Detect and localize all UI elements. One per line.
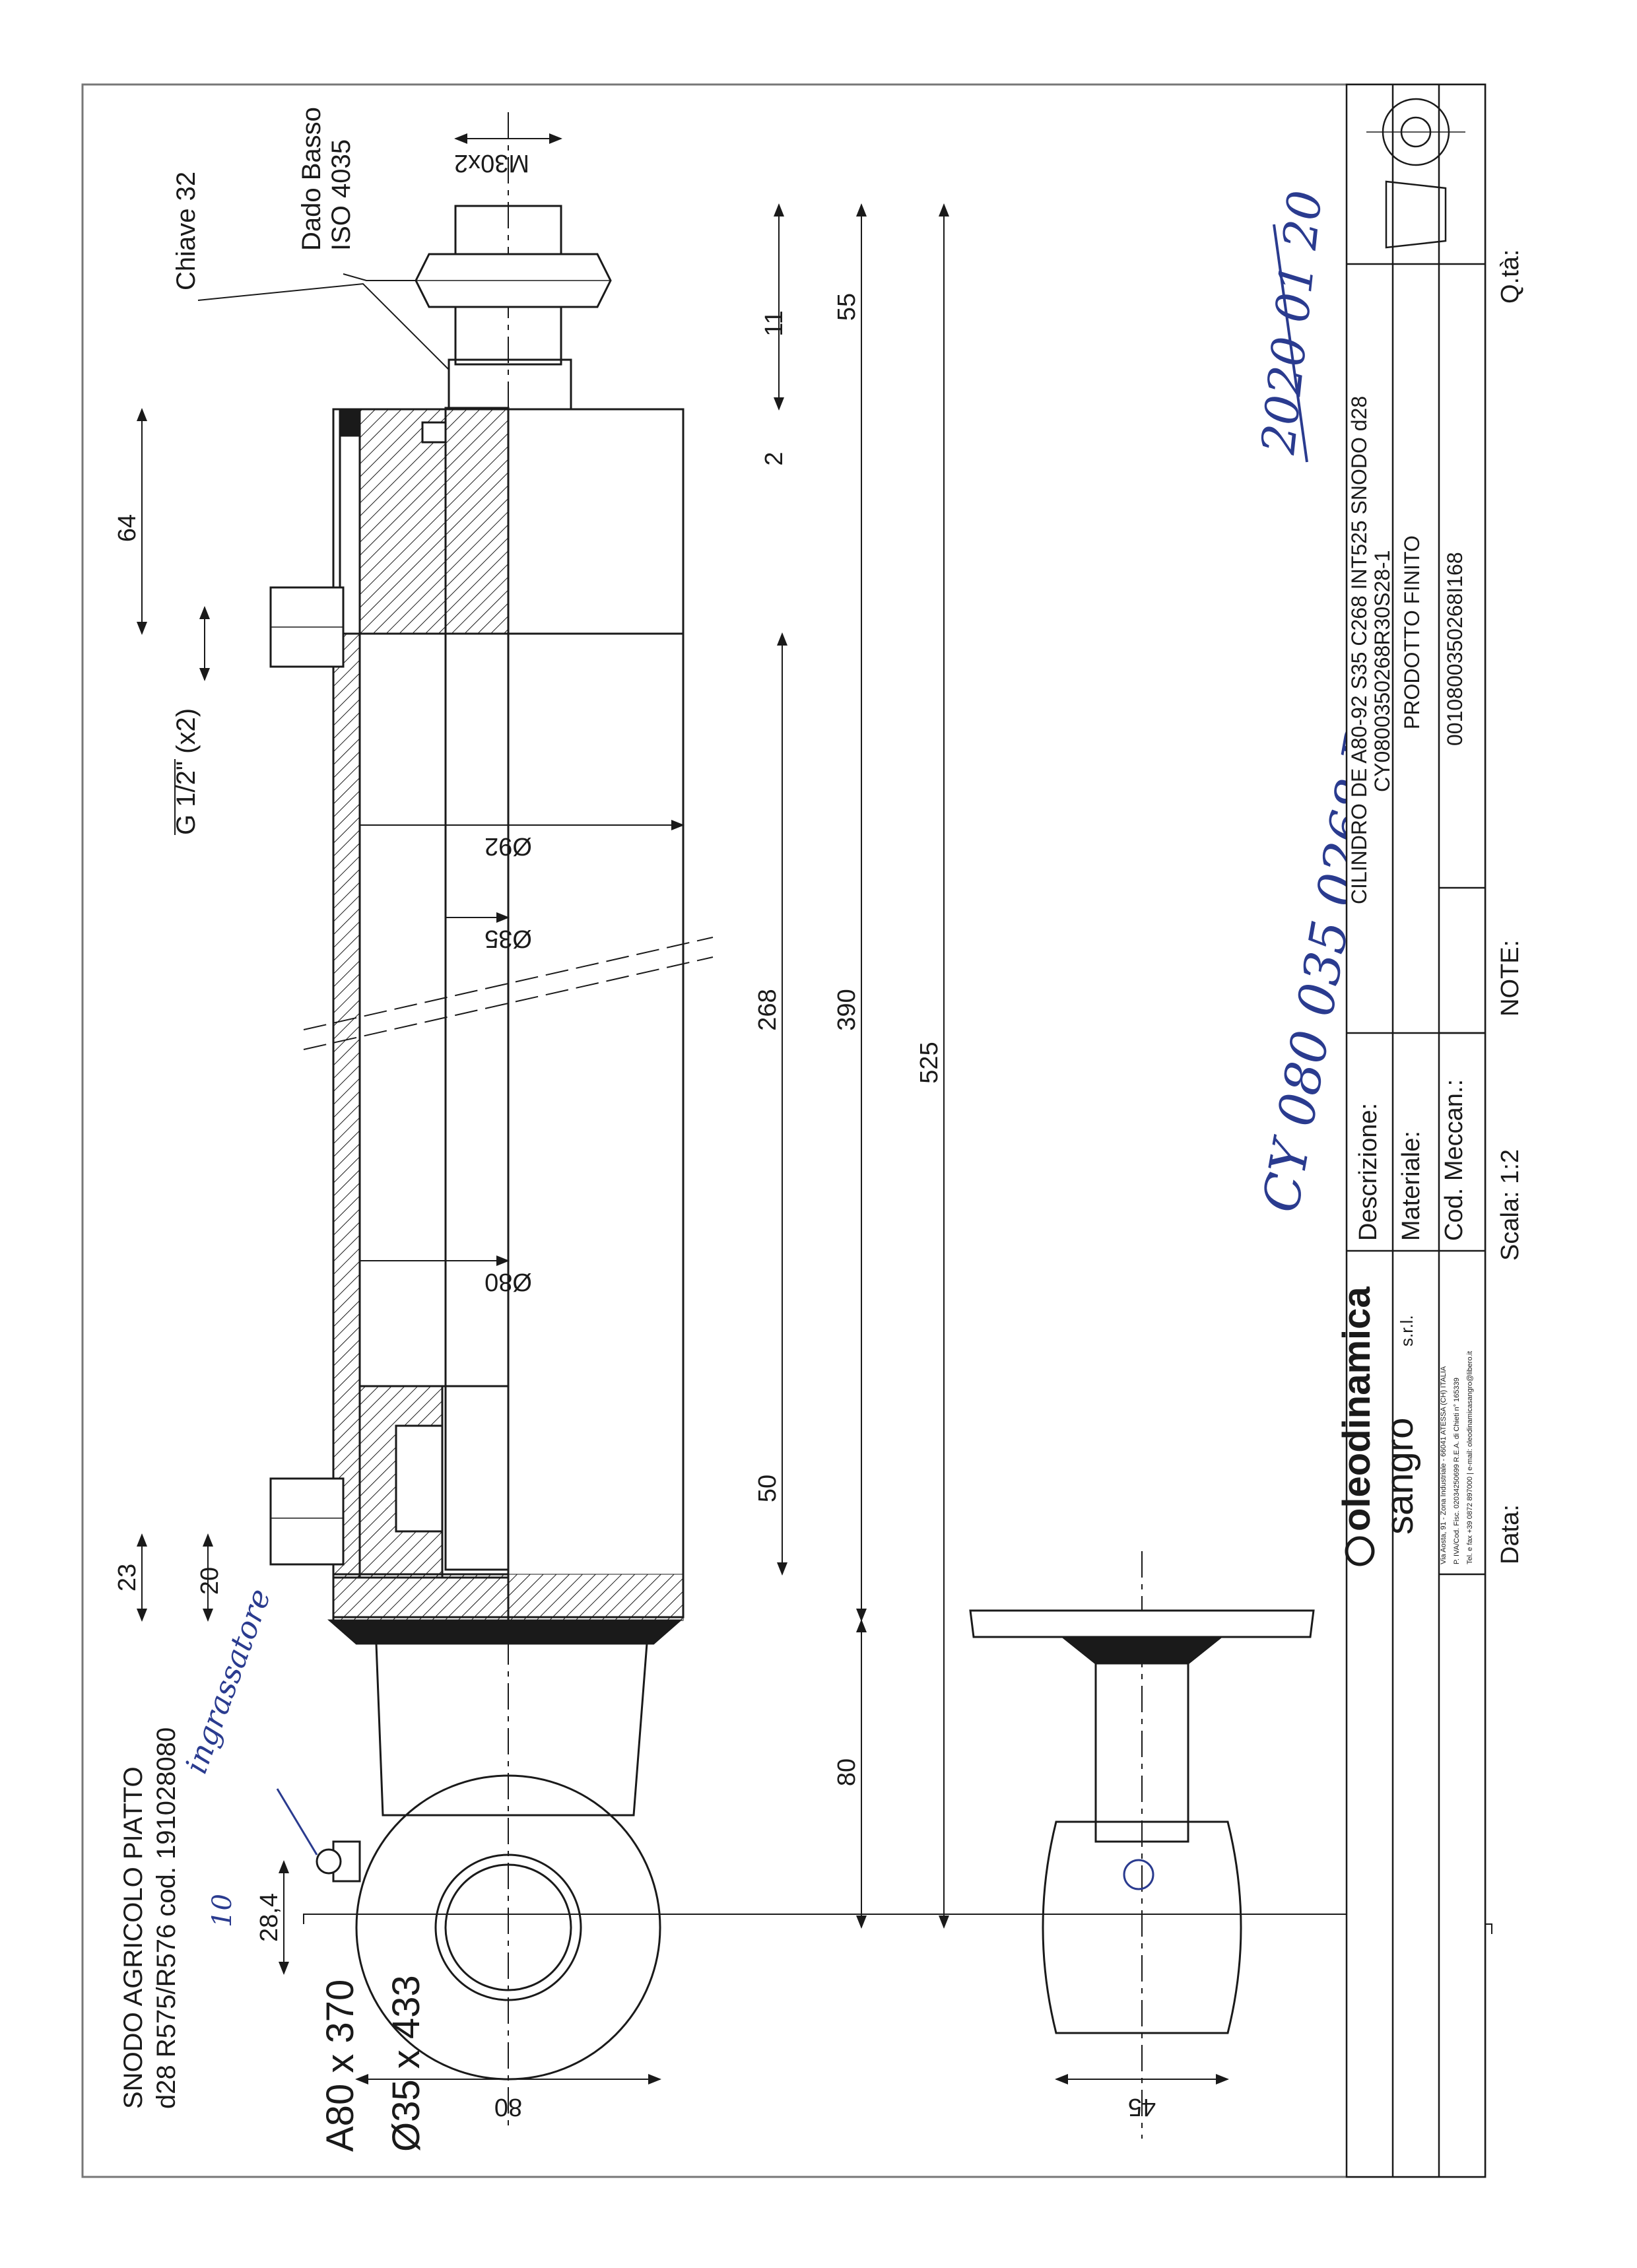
label-joint-2: d28 R575/R576 cod. 191028080 <box>152 1727 181 2109</box>
label-nut-1: Dado Basso <box>297 107 326 251</box>
company-name-2: sangro <box>1378 1418 1421 1535</box>
joint-side-view <box>969 1551 1315 2139</box>
handwritten-note: ingrassatore <box>178 1584 278 1778</box>
dim-80: 80 <box>833 1758 861 1786</box>
dim-268: 268 <box>754 989 782 1030</box>
cylinder-drawing <box>269 112 714 2132</box>
company-address-3: Tel. e fax +39 0872 897000 | e-mail: ole… <box>1466 1351 1474 1564</box>
handwritten-date: 2020 01 20 <box>1251 188 1333 457</box>
tb-material: PRODOTTO FINITO <box>1400 535 1424 729</box>
title-block <box>1345 83 1487 2178</box>
tb-date: Data: <box>1496 1504 1524 1564</box>
dim-50: 50 <box>754 1475 782 1502</box>
dim-thread: M30x2 <box>454 149 529 177</box>
tb-code-label: Cod. Meccan.: <box>1440 1079 1468 1241</box>
oil-port-bottom <box>269 1477 345 1566</box>
tb-qty: Q.tà: <box>1496 250 1524 304</box>
dim-55: 55 <box>833 293 861 321</box>
grease-nipple-side <box>1123 1859 1154 1890</box>
company-name-1: oleodinamica <box>1335 1286 1378 1531</box>
tb-notes: NOTE: <box>1496 940 1524 1017</box>
size-bore-stroke: A80 x 370 <box>319 1980 362 2152</box>
dim-525: 525 <box>916 1042 943 1083</box>
dim-28-4: 28,4 <box>255 1893 283 1942</box>
rod-shoulder <box>448 358 572 411</box>
joint-neck <box>375 1642 648 1817</box>
break-mark <box>303 1902 1492 1934</box>
size-rod-length: Ø35 x 433 <box>385 1975 428 2152</box>
dim-20: 20 <box>196 1567 224 1595</box>
dim-dia80: Ø80 <box>484 1268 532 1296</box>
dim-11: 11 <box>760 310 788 336</box>
label-joint-1: SNODO AGRICOLO PIATTO <box>119 1766 148 2109</box>
dim-64: 64 <box>114 514 141 542</box>
company-logo: oleodinamica sangro s.r.l. Via Aosta, 91… <box>1335 1286 1474 1566</box>
dim-width-80: 80 <box>494 2093 522 2121</box>
tb-scale: Scala: 1:2 <box>1496 1149 1524 1261</box>
label-port: G 1/2" (x2) <box>172 708 201 835</box>
dim-dia92: Ø92 <box>484 832 532 860</box>
piston-rod <box>444 407 510 1571</box>
tb-description-1: CILINDRO DE A80-92 S35 C268 INT525 SNODO… <box>1347 396 1371 904</box>
barrel-wall <box>332 632 361 1579</box>
tb-material-label: Materiale: <box>1397 1131 1425 1241</box>
company-address-2: P. IVA/Cod. Fisc. 02034250699 R.E.A. di … <box>1453 1378 1461 1564</box>
handwritten-note-dim: 10 <box>207 1894 238 1927</box>
dim-390: 390 <box>833 989 861 1030</box>
dimension-lines <box>137 133 1229 2085</box>
tb-code: 0010800350268I168 <box>1443 552 1467 746</box>
company-address-1: Via Aosta, 91 - Zona Industriale - 66041… <box>1440 1366 1448 1564</box>
note-arrow <box>276 1788 318 1855</box>
tb-description-2: CY0800350268R30S28-1 <box>1370 550 1394 792</box>
dim-23: 23 <box>114 1564 141 1591</box>
company-suffix: s.r.l. <box>1397 1315 1417 1347</box>
tb-description-label: Descrizione: <box>1354 1103 1382 1241</box>
dim-2: 2 <box>760 451 788 465</box>
dim-width-45: 45 <box>1128 2093 1156 2121</box>
dim-dia35: Ø35 <box>484 925 532 952</box>
break-line <box>303 937 714 1050</box>
label-wrench: Chiave 32 <box>172 172 201 290</box>
label-nut-2: ISO 4035 <box>327 139 356 251</box>
bottom-cap <box>332 1573 510 1622</box>
